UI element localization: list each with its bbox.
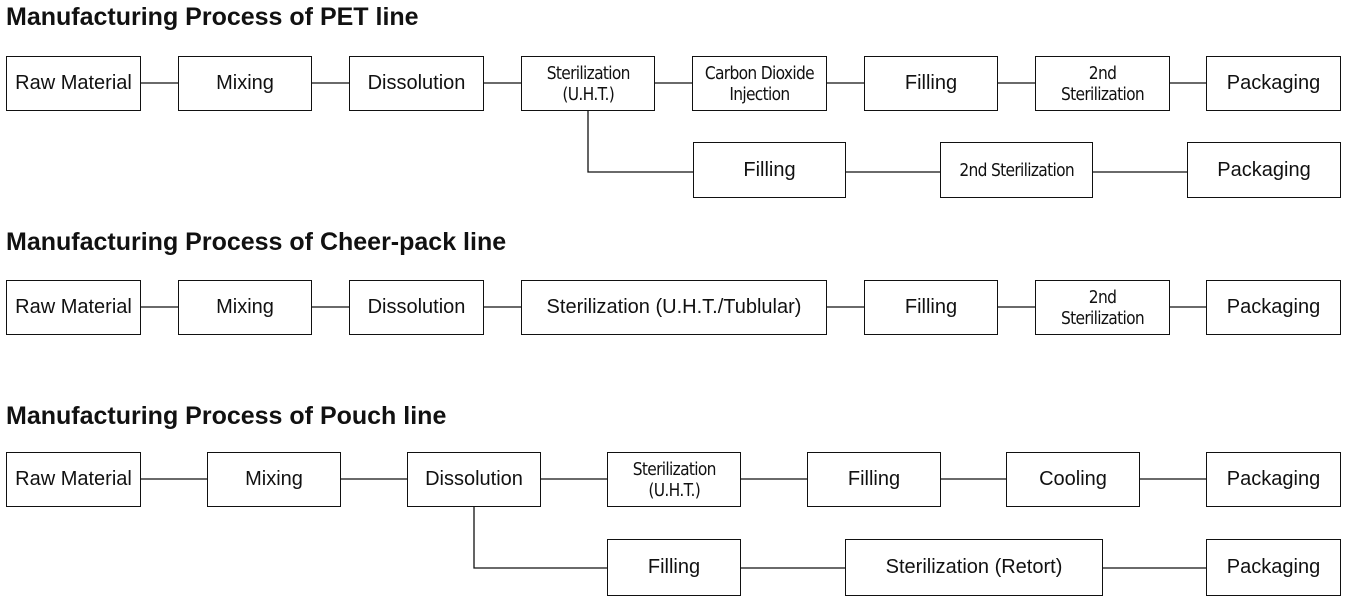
step-sterilization-uht-tubular: Sterilization (U.H.T./Tublular) [521, 280, 827, 335]
step-2nd-sterilization: 2nd Sterilization [1035, 56, 1170, 111]
step-cooling: Cooling [1006, 452, 1140, 507]
step-packaging: Packaging [1206, 56, 1341, 111]
step-dissolution: Dissolution [349, 56, 484, 111]
step-sterilization-uht: Sterilization (U.H.T.) [521, 56, 655, 111]
step-mixing: Mixing [178, 56, 312, 111]
step-raw-material: Raw Material [6, 452, 141, 507]
step-mixing: Mixing [178, 280, 312, 335]
step-filling: Filling [864, 56, 998, 111]
step-packaging: Packaging [1206, 280, 1341, 335]
step-2nd-sterilization: 2nd Sterilization [1035, 280, 1170, 335]
branch-step-filling: Filling [693, 142, 846, 198]
step-packaging: Packaging [1206, 452, 1341, 507]
step-dissolution: Dissolution [349, 280, 484, 335]
step-filling: Filling [807, 452, 941, 507]
branch-step-sterilization-retort: Sterilization (Retort) [845, 539, 1103, 596]
step-filling: Filling [864, 280, 998, 335]
branch-connector [587, 110, 693, 173]
branch-step-filling: Filling [607, 539, 741, 596]
branch-connector [473, 507, 607, 569]
section-title-cheer-pack: Manufacturing Process of Cheer-pack line [6, 228, 507, 256]
step-raw-material: Raw Material [6, 280, 141, 335]
step-raw-material: Raw Material [6, 56, 141, 111]
step-sterilization-uht: Sterilization (U.H.T.) [607, 452, 741, 507]
branch-step-packaging: Packaging [1187, 142, 1341, 198]
step-mixing: Mixing [207, 452, 341, 507]
section-title-pet: Manufacturing Process of PET line [6, 3, 419, 31]
section-title-pouch: Manufacturing Process of Pouch line [6, 402, 447, 430]
step-dissolution: Dissolution [407, 452, 541, 507]
branch-step-packaging: Packaging [1206, 539, 1341, 596]
step-carbon-dioxide-injection: Carbon Dioxide Injection [692, 56, 827, 111]
branch-step-2nd-sterilization: 2nd Sterilization [940, 142, 1093, 198]
